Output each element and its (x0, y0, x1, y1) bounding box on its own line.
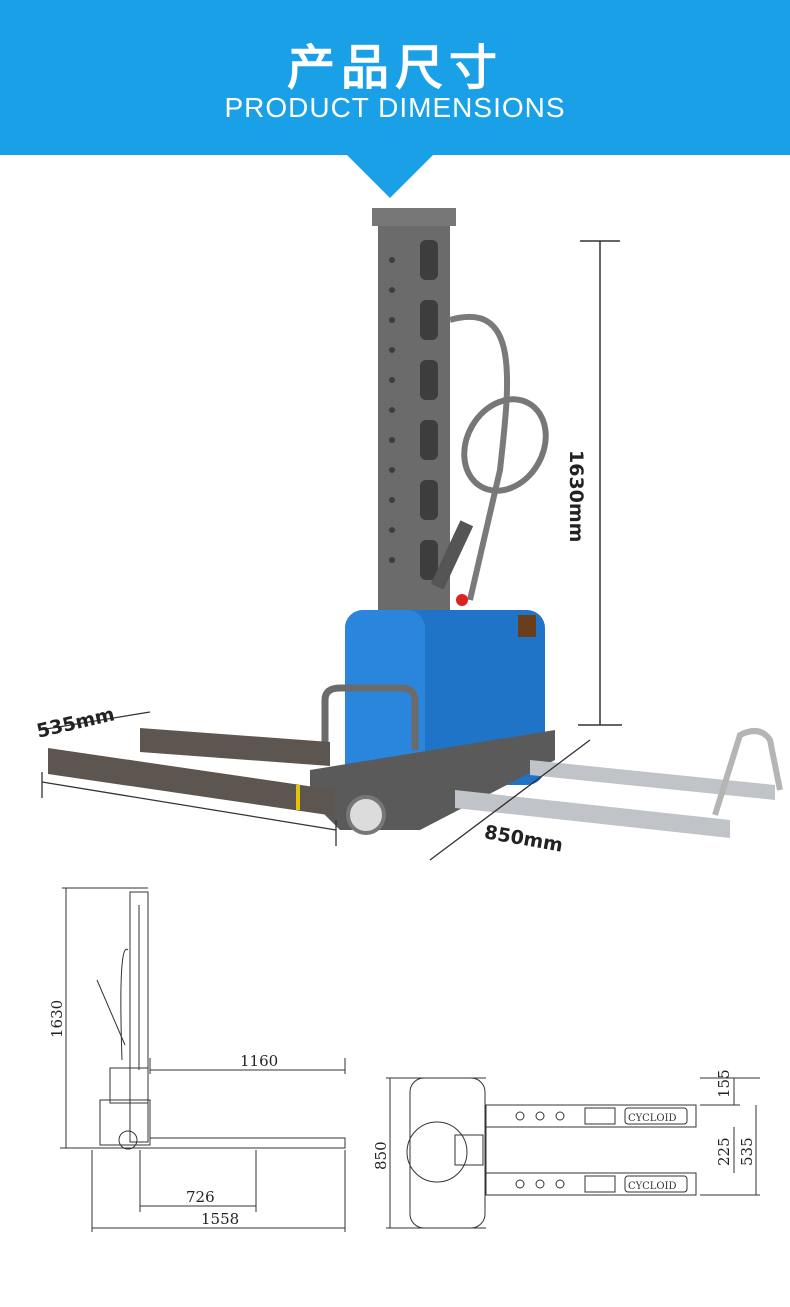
fork-length-label: 1160 (240, 1052, 279, 1070)
fork-outer-label: 155 (715, 1069, 733, 1098)
side-height-label: 1630 (48, 999, 66, 1038)
fork-gap-label: 225 (715, 1137, 733, 1166)
top-width-label: 850 (372, 1141, 390, 1170)
banner-notch (345, 153, 435, 198)
page-subtitle: PRODUCT DIMENSIONS (224, 92, 566, 123)
brand-text-upper: CYCLOID (628, 1113, 677, 1124)
total-length-label: 1558 (201, 1210, 240, 1228)
page-title: 产品尺寸 (286, 40, 503, 96)
brand-text-lower: CYCLOID (628, 1181, 677, 1192)
inner-length-label: 726 (186, 1188, 215, 1206)
overall-width-label: 535 (738, 1137, 756, 1166)
technical-drawing: CYCLOID CYCLOID (60, 887, 760, 1232)
product-photo (39, 208, 783, 861)
header-banner (0, 0, 790, 155)
height-dimension-label: 1630mm (565, 450, 587, 543)
